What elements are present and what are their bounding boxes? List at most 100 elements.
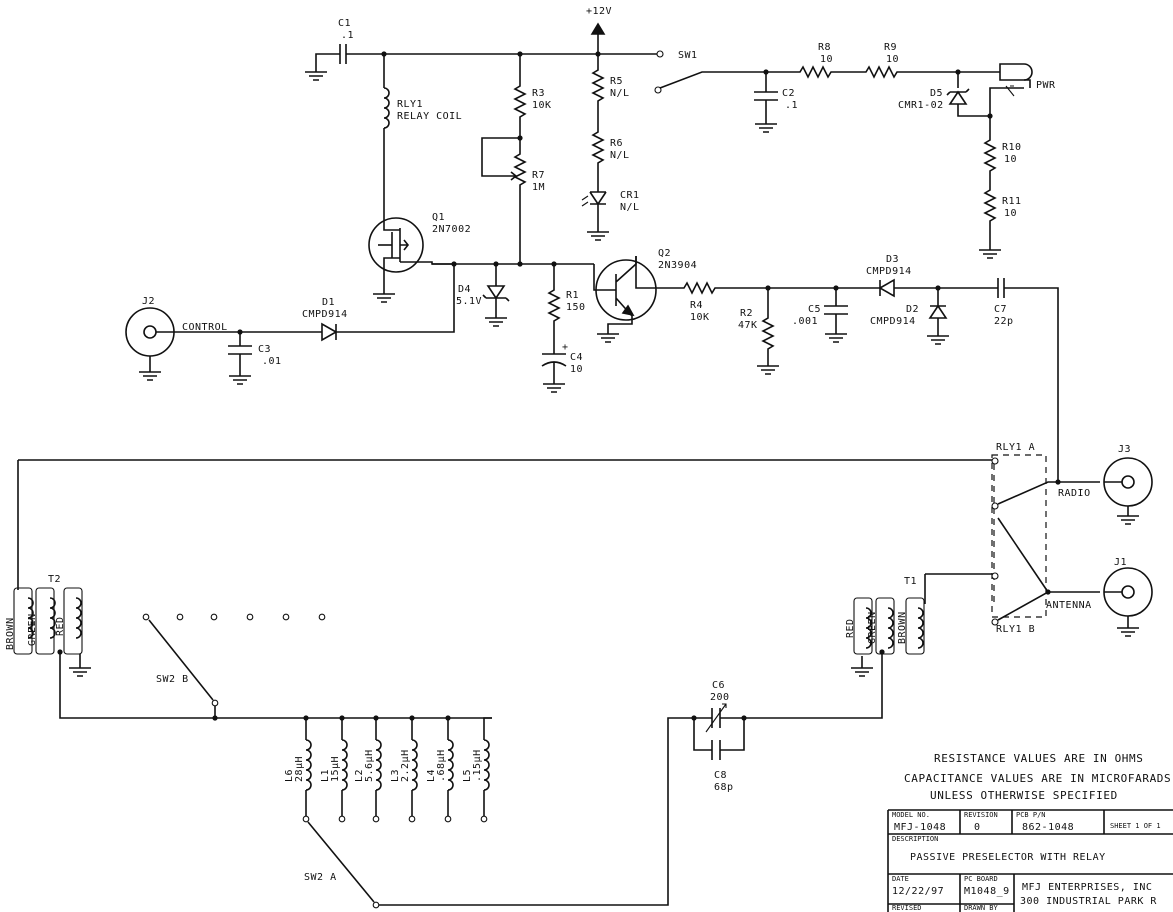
l2-ref: L2 bbox=[354, 769, 365, 782]
tb-board-header: PC BOARD bbox=[964, 875, 998, 883]
detector-chain bbox=[679, 278, 1059, 482]
control-path bbox=[178, 264, 455, 385]
q2-transistor bbox=[593, 256, 680, 343]
l4-value: .68µH bbox=[436, 749, 447, 782]
t1-transformer bbox=[744, 574, 926, 719]
r4-value: 10K bbox=[690, 312, 710, 323]
j2-ref: J2 bbox=[142, 296, 155, 307]
tb-title: PASSIVE PRESELECTOR WITH RELAY bbox=[910, 852, 1106, 863]
r10-value: 10 bbox=[1004, 154, 1017, 165]
t2-winding-red: RED bbox=[55, 616, 66, 636]
c5-value: .001 bbox=[792, 316, 818, 327]
vcc-label: +12V bbox=[586, 6, 612, 17]
rly1b-ref: RLY1 B bbox=[996, 624, 1035, 635]
t1-winding-red: RED bbox=[845, 618, 856, 638]
r11-value: 10 bbox=[1004, 208, 1017, 219]
c2-ref: C2 bbox=[782, 88, 795, 99]
inductor-l2 bbox=[372, 715, 382, 823]
r2-value: 47K bbox=[738, 320, 758, 331]
j1-label: ANTENNA bbox=[1046, 600, 1092, 611]
j1-ref: J1 bbox=[1114, 557, 1127, 568]
l4-ref: L4 bbox=[426, 769, 437, 782]
r7-ref: R7 bbox=[532, 170, 545, 181]
tb-drawn-header: DRAWN BY bbox=[964, 904, 999, 912]
sw2a-switch bbox=[307, 717, 712, 909]
tb-pcb-header: PCB P/N bbox=[1016, 811, 1046, 819]
d4-ref: D4 bbox=[458, 284, 471, 295]
q1-ref: Q1 bbox=[432, 212, 445, 223]
r11-ref: R11 bbox=[1002, 196, 1022, 207]
c6-ref: C6 bbox=[712, 680, 725, 691]
note-resistance: RESISTANCE VALUES ARE IN OHMS bbox=[934, 752, 1143, 765]
j2-connector bbox=[125, 307, 178, 381]
r6-value: N/L bbox=[610, 150, 630, 161]
l5-ref: L5 bbox=[462, 769, 473, 782]
inductor-l3 bbox=[408, 715, 418, 823]
d4-zener bbox=[482, 264, 510, 327]
d2-value: CMPD914 bbox=[870, 316, 916, 327]
r5-value: N/L bbox=[610, 88, 630, 99]
q2-value: 2N3904 bbox=[658, 260, 697, 271]
inductor-l1 bbox=[338, 715, 348, 823]
tb-revision: 0 bbox=[974, 822, 981, 833]
t1-ref: T1 bbox=[904, 576, 917, 587]
l1-ref: L1 bbox=[320, 769, 331, 782]
r8-ref: R8 bbox=[818, 42, 831, 53]
j1-connector bbox=[1103, 567, 1153, 637]
t2-winding-brown: BROWN bbox=[5, 617, 16, 650]
l6-ref: L6 bbox=[284, 769, 295, 782]
tb-sheet: SHEET 1 OF 1 bbox=[1110, 822, 1161, 830]
t1-winding-brown: BROWN bbox=[897, 611, 908, 644]
l2-value: 5.6µH bbox=[364, 749, 375, 782]
t1-winding-green: GREEN bbox=[867, 611, 878, 644]
power-indicator-circuit: SW1 bbox=[654, 50, 1033, 259]
l6-value: 28µH bbox=[294, 756, 305, 782]
tb-description-header: DESCRIPTION bbox=[892, 835, 938, 843]
r5-ref: R5 bbox=[610, 76, 623, 87]
q1-value: 2N7002 bbox=[432, 224, 471, 235]
note-unless: UNLESS OTHERWISE SPECIFIED bbox=[930, 789, 1118, 802]
gate-node bbox=[432, 261, 594, 267]
c4-ref: C4 bbox=[570, 352, 583, 363]
tb-pcb: 862-1048 bbox=[1022, 822, 1074, 833]
d1-ref: D1 bbox=[322, 297, 335, 308]
r2-ref: R2 bbox=[740, 308, 753, 319]
d2-ref: D2 bbox=[906, 304, 919, 315]
rly1a-ref: RLY1 A bbox=[996, 442, 1035, 453]
pwr-label: PWR bbox=[1036, 80, 1056, 91]
j3-connector bbox=[1103, 457, 1153, 525]
q2-ref: Q2 bbox=[658, 248, 671, 259]
cr1-value: N/L bbox=[620, 202, 640, 213]
d3-value: CMPD914 bbox=[866, 266, 912, 277]
c7-value: 22p bbox=[994, 316, 1014, 327]
tb-date-header: DATE bbox=[892, 875, 909, 883]
c1-value: .1 bbox=[341, 30, 354, 41]
r3-ref: R3 bbox=[532, 88, 545, 99]
l1-value: 15µH bbox=[330, 756, 341, 782]
inductor-l5 bbox=[480, 717, 492, 823]
t2-ref: T2 bbox=[48, 574, 61, 585]
sw1-label: SW1 bbox=[678, 50, 698, 61]
d4-value: 5.1V bbox=[456, 296, 482, 307]
c4-capacitor bbox=[541, 350, 567, 393]
r5-r6-cr1-branch bbox=[581, 54, 610, 241]
c3-value: .01 bbox=[262, 356, 282, 367]
c4-value: 10 bbox=[570, 364, 583, 375]
tb-board: M1048_9 bbox=[964, 886, 1010, 897]
r9-ref: R9 bbox=[884, 42, 897, 53]
r7-potentiometer bbox=[508, 149, 526, 264]
c8-ref: C8 bbox=[714, 770, 727, 781]
l5-value: .15µH bbox=[472, 749, 483, 782]
d5-value: CMR1-02 bbox=[898, 100, 944, 111]
r8-value: 10 bbox=[820, 54, 833, 65]
t2-winding-green: GREEN bbox=[27, 613, 38, 646]
rly1-coil bbox=[383, 54, 390, 222]
r3-resistor bbox=[481, 54, 526, 177]
c2-value: .1 bbox=[785, 100, 798, 111]
j2-label: CONTROL bbox=[182, 322, 228, 333]
r6-ref: R6 bbox=[610, 138, 623, 149]
c6-value: 200 bbox=[710, 692, 730, 703]
c8-value: 68p bbox=[714, 782, 734, 793]
sw2b-switch bbox=[142, 613, 326, 721]
